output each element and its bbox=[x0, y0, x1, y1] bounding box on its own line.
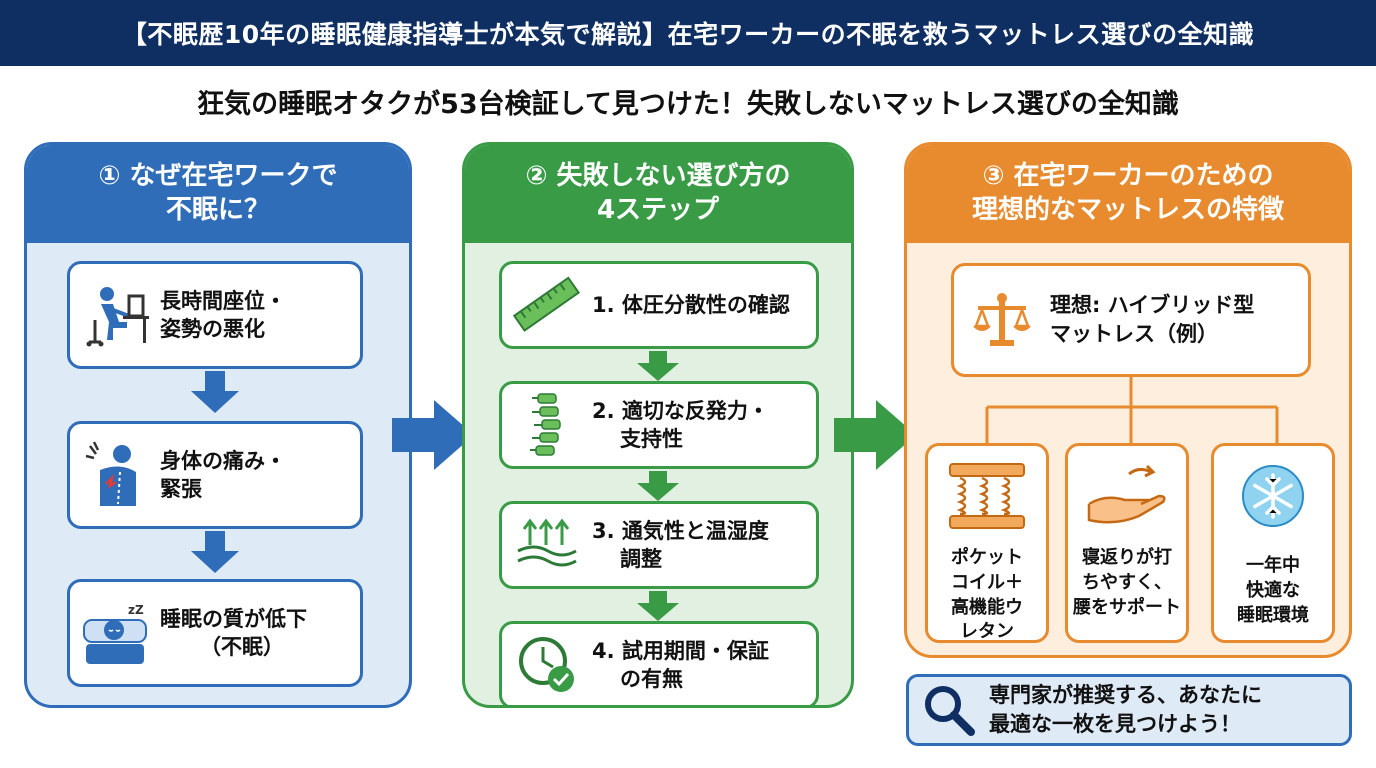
clock-check-icon bbox=[502, 624, 592, 705]
panel1-title-line2: 不眠に？ bbox=[165, 195, 270, 225]
cta-line1: 専門家が推奨する、あなたに bbox=[989, 682, 1262, 707]
spine-icon bbox=[502, 384, 592, 466]
search-icon bbox=[909, 684, 989, 736]
step2-line1: 2. 適切な反発力・ bbox=[592, 398, 769, 423]
feature2-line1: 寝返りが打 bbox=[1082, 547, 1172, 568]
banner-title: 【不眠歴10年の睡眠健康指導士が本気で解説】在宅ワーカーの不眠を救うマットレス選… bbox=[0, 0, 1376, 66]
panel2-title-line2: 4ステップ bbox=[596, 195, 720, 225]
step-card-trial: 4. 試用期間・保証 の有無 bbox=[499, 621, 819, 705]
step-card-airflow: 3. 通気性と温湿度 調整 bbox=[499, 501, 819, 589]
step-arrow-3 bbox=[649, 591, 667, 605]
svg-text:zZ: zZ bbox=[128, 603, 144, 617]
cause-card-pain: 身体の痛み・ 緊張 bbox=[67, 421, 363, 529]
panel3-header: ③ 在宅ワーカーのための 理想的なマットレスの特徴 bbox=[907, 145, 1349, 243]
sleeping-person-icon: zZ bbox=[70, 582, 160, 684]
feature1-line1: ポケット bbox=[951, 547, 1023, 568]
step-arrow-2-head bbox=[637, 483, 679, 501]
cause-card-sleep: zZ 睡眠の質が低下 （不眠） bbox=[67, 579, 363, 687]
panel-ideal-mattress: ③ 在宅ワーカーのための 理想的なマットレスの特徴 理想: ハイブリッド型 マッ… bbox=[904, 142, 1352, 658]
arrow-down-2 bbox=[205, 531, 225, 553]
snowflake-icon bbox=[1214, 446, 1332, 546]
feature2-line2: ちやすく、 bbox=[1082, 571, 1172, 593]
step1-line1: 1. 体圧分散性の確認 bbox=[592, 292, 790, 317]
step-arrow-2 bbox=[649, 471, 667, 485]
step-card-support: 2. 適切な反発力・ 支持性 bbox=[499, 381, 819, 469]
supporting-hand-icon bbox=[1068, 446, 1186, 546]
step-arrow-1 bbox=[649, 351, 667, 365]
feature-comfort-year-round: 一年中 快適な 睡眠環境 bbox=[1211, 443, 1335, 643]
balance-scale-icon bbox=[954, 290, 1050, 350]
cause-posture-line1: 長時間座位・ bbox=[160, 288, 286, 313]
feature2-line3: 腰をサポート bbox=[1073, 596, 1181, 618]
back-pain-icon bbox=[70, 424, 160, 526]
flow-arrow-right-1 bbox=[392, 400, 474, 470]
ruler-icon bbox=[502, 264, 592, 346]
feature1-line4: レタン bbox=[960, 621, 1014, 643]
feature-pocket-coil: ポケット コイル＋ 高機能ウ レタン bbox=[925, 443, 1049, 643]
panel2-body: 1. 体圧分散性の確認 2. 適切な反発力・ 支持性 bbox=[465, 243, 851, 705]
step-arrow-3-head bbox=[637, 603, 679, 621]
pocket-coil-icon bbox=[928, 446, 1046, 546]
cause-sleep-line1: 睡眠の質が低下 bbox=[160, 606, 307, 631]
panel2-header: ② 失敗しない選び方の 4ステップ bbox=[465, 145, 851, 243]
step4-line2: の有無 bbox=[620, 667, 683, 691]
step4-line1: 4. 試用期間・保証 bbox=[592, 638, 769, 663]
ideal-line2: マットレス（例） bbox=[1050, 322, 1218, 346]
step3-line1: 3. 通気性と温湿度 bbox=[592, 518, 769, 543]
panel3-title-line2: 理想的なマットレスの特徴 bbox=[971, 195, 1284, 225]
panel-selection-steps: ② 失敗しない選び方の 4ステップ 1. 体圧分散性の確認 bbox=[462, 142, 854, 708]
feature3-line1: 一年中 bbox=[1246, 555, 1300, 576]
panel2-title-line1: ② 失敗しない選び方の bbox=[525, 161, 791, 192]
ideal-line1: 理想: ハイブリッド型 bbox=[1050, 292, 1255, 317]
panel1-header: ① なぜ在宅ワークで 不眠に？ bbox=[27, 145, 409, 243]
panel-why-insomnia: ① なぜ在宅ワークで 不眠に？ 長時間座位・ 姿勢の悪化 bbox=[24, 142, 412, 708]
step3-line2: 調整 bbox=[620, 547, 662, 571]
arrow-down-2-head bbox=[191, 551, 239, 573]
tree-connector-lines bbox=[985, 377, 1279, 443]
cause-card-posture: 長時間座位・ 姿勢の悪化 bbox=[67, 261, 363, 369]
cause-pain-line2: 緊張 bbox=[160, 477, 202, 501]
subtitle: 狂気の睡眠オタクが53台検証して見つけた！失敗しないマットレス選びの全知識 bbox=[197, 89, 1179, 120]
cause-pain-line1: 身体の痛み・ bbox=[160, 448, 286, 473]
flow-arrow-right-2 bbox=[834, 400, 916, 470]
step-card-pressure: 1. 体圧分散性の確認 bbox=[499, 261, 819, 349]
cta-search-box: 専門家が推奨する、あなたに 最適な一枚を見つけよう！ bbox=[906, 674, 1352, 746]
arrow-down-1-head bbox=[191, 391, 239, 413]
feature1-line3: 高機能ウ bbox=[951, 596, 1023, 618]
feature-turnover-support: 寝返りが打 ちやすく、 腰をサポート bbox=[1065, 443, 1189, 643]
airflow-icon bbox=[502, 504, 592, 586]
ideal-hybrid-card: 理想: ハイブリッド型 マットレス（例） bbox=[951, 263, 1311, 377]
cause-sleep-line2: （不眠） bbox=[200, 635, 284, 659]
desk-worker-icon bbox=[70, 264, 160, 366]
step-arrow-1-head bbox=[637, 363, 679, 381]
arrow-down-1 bbox=[205, 371, 225, 393]
step2-line2: 支持性 bbox=[620, 427, 683, 451]
feature1-line2: コイル＋ bbox=[951, 571, 1023, 593]
cta-line2: 最適な一枚を見つけよう！ bbox=[989, 712, 1241, 736]
panel1-title-line1: ① なぜ在宅ワークで bbox=[98, 161, 338, 192]
panel3-title-line1: ③ 在宅ワーカーのための bbox=[982, 161, 1274, 192]
cause-posture-line2: 姿勢の悪化 bbox=[160, 317, 265, 341]
panel1-body: 長時間座位・ 姿勢の悪化 身体の痛み・ 緊張 bbox=[27, 243, 409, 705]
feature3-line3: 睡眠環境 bbox=[1237, 604, 1309, 626]
feature3-line2: 快適な bbox=[1246, 579, 1300, 601]
